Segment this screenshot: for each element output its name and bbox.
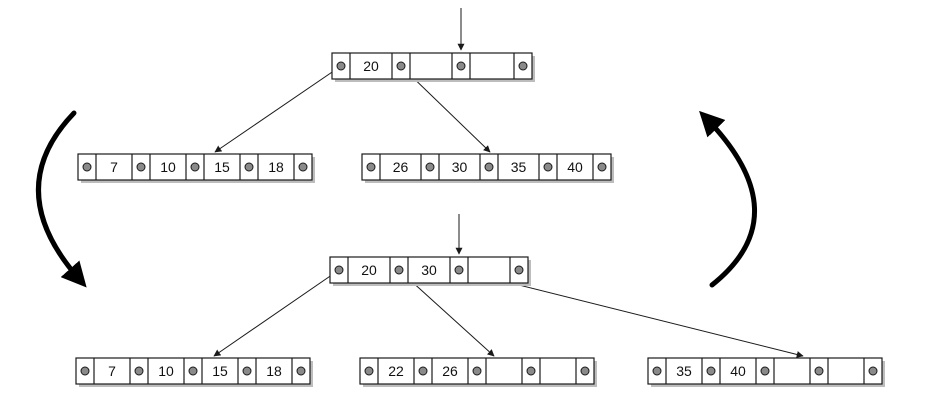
pointer-dot (580, 366, 590, 376)
node-key: 35 (511, 159, 527, 175)
top-root-node: 20 (331, 52, 535, 82)
node-key: 7 (110, 159, 118, 175)
top-leaf-node-1: 7 10 15 18 (77, 153, 315, 183)
top-leaf-node-2: 26 30 35 40 (361, 153, 614, 183)
pointer-dot (760, 366, 770, 376)
pointer-dot (652, 366, 662, 376)
pointer-dot (456, 61, 466, 71)
pointer-dot (396, 61, 406, 71)
pointer-dot (706, 366, 716, 376)
node-key: 15 (214, 159, 230, 175)
pointer-dot (366, 162, 376, 172)
pointer-dot (454, 265, 464, 275)
pointer-dot (543, 162, 553, 172)
node-key: 26 (442, 363, 458, 379)
bottom-leaf-node-1: 7 10 15 18 (75, 357, 313, 387)
pointer-dot (296, 366, 306, 376)
transition-arrow-up-right (699, 110, 757, 288)
pointer-dot (518, 61, 528, 71)
node-key: 40 (730, 363, 746, 379)
pointer-dot (364, 366, 374, 376)
node-key: 10 (160, 159, 176, 175)
node-outline (331, 52, 533, 80)
pointer-dot (418, 366, 428, 376)
node-key: 20 (363, 58, 379, 74)
node-outline (329, 256, 529, 284)
pointer-dot (484, 162, 494, 172)
pointer-dot (80, 366, 90, 376)
pointer-dot (136, 162, 146, 172)
pointer-dot (425, 162, 435, 172)
pointer-dot (334, 265, 344, 275)
pointer-dot (868, 366, 878, 376)
pointer-dot (336, 61, 346, 71)
node-key: 30 (421, 262, 437, 278)
node-key: 18 (266, 363, 282, 379)
node-key: 22 (388, 363, 404, 379)
pointer-dot (190, 162, 200, 172)
node-key: 35 (676, 363, 692, 379)
pointer-dot (82, 162, 92, 172)
bottom-leaf-node-2: 22 26 (359, 357, 597, 387)
edge-top-root-to-leaf-1 (214, 65, 342, 153)
pointer-dot (472, 366, 482, 376)
bottom-leaf-node-3: 35 40 (647, 357, 885, 387)
node-key: 20 (361, 262, 377, 278)
node-key: 30 (452, 159, 468, 175)
pointer-dot (514, 265, 524, 275)
edge-bottom-root-to-leaf-1 (213, 269, 340, 357)
transition-arrow-down-left (35, 110, 87, 288)
pointer-dot (244, 162, 254, 172)
pointer-dot (597, 162, 607, 172)
pointer-dot (526, 366, 536, 376)
pointer-dot (188, 366, 198, 376)
node-key: 26 (393, 159, 409, 175)
pointer-dot (814, 366, 824, 376)
node-key: 18 (268, 159, 284, 175)
pointer-dot (242, 366, 252, 376)
node-key: 7 (108, 363, 116, 379)
node-key: 40 (567, 159, 583, 175)
node-key: 15 (212, 363, 228, 379)
pointer-dot (298, 162, 308, 172)
pointer-dot (394, 265, 404, 275)
pointer-dot (134, 366, 144, 376)
node-key: 10 (158, 363, 174, 379)
